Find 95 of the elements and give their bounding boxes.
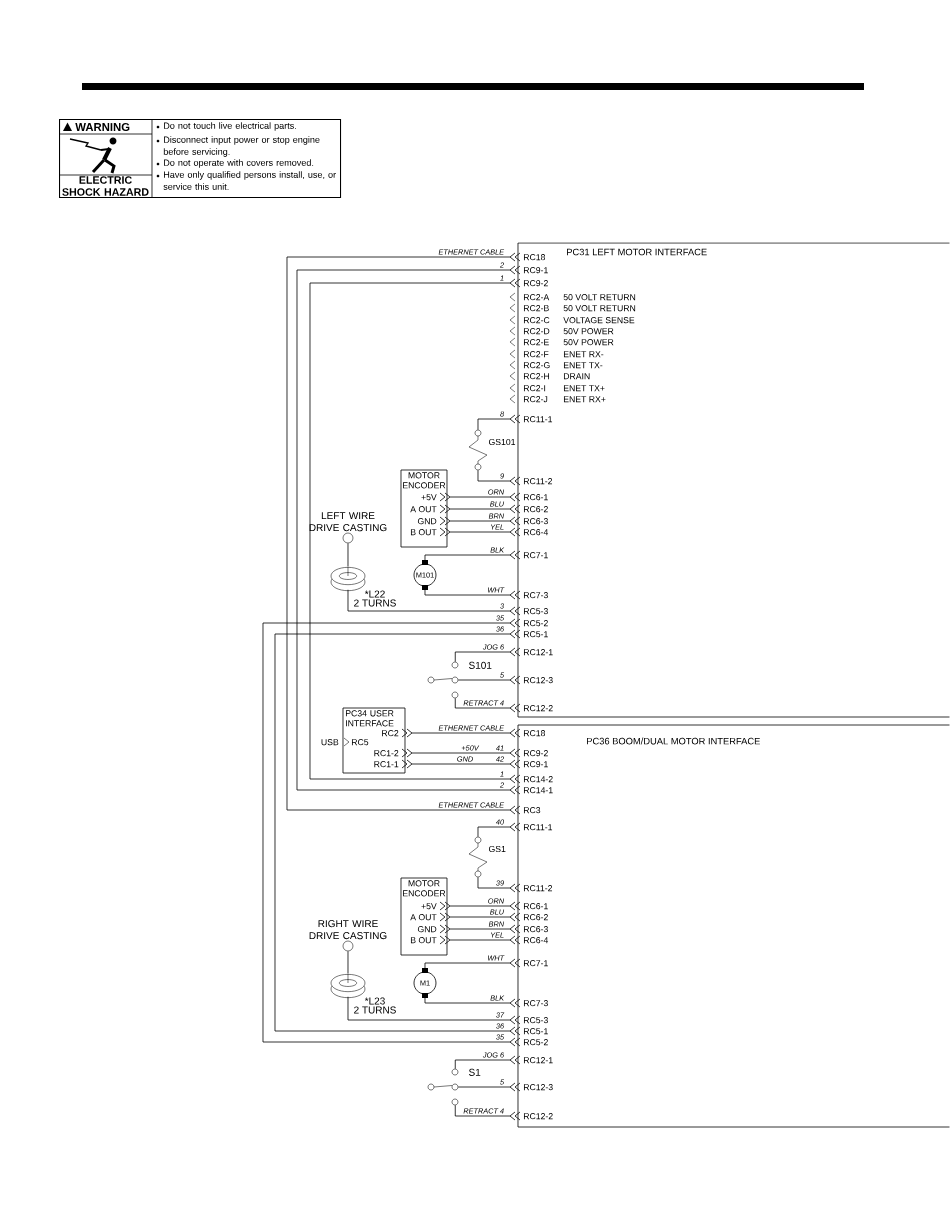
wire [439,901,521,911]
connector-pin: GND [417,926,437,933]
connector-pin: GND [417,518,437,525]
connector-pin: RC9-2 [523,280,548,287]
connector-pin: RC14-2 [523,776,553,783]
connector-pin: RC2-F ENET RX- [509,349,604,359]
connector-pin: RC2-J ENET RX+ [509,394,606,404]
node-label: 2 TURNS [354,1006,396,1014]
connector-pin: RC5-2 [523,1039,548,1046]
connector-pin: +5V [421,903,437,910]
warning-label: WARNING ELECTRIC SHOCK HAZARD Do not touch live electrical parts. Disconnect input power or stop engine before servicing. Do not operate with covers removed. Have only qualified persons install, use, or service this unit. [58,118,342,199]
node-label: RIGHT WIRE DRIVE CASTING [309,920,387,940]
connector-pin: RC11-2 [523,478,553,485]
wire [401,759,521,769]
connector-pin: RC2-E 50V POWER [509,337,614,347]
connector-pin: RC6-1 [523,494,548,501]
connector-pin: RC7-1 [523,960,548,967]
wire [454,697,521,713]
wire [457,1082,521,1092]
connector-pin: RC2-B 50 VOLT RETURN [509,303,636,313]
connector-pin: RC9-2 [523,750,548,757]
connector-pin: RC5-1 [523,1028,548,1035]
connector-pin: RC1-1 [374,761,399,768]
connector-pin: RC12-1 [523,1057,553,1064]
wire [347,589,521,616]
connector-pin: RC2-I ENET TX+ [509,383,605,393]
wire [439,924,521,934]
wire [439,492,521,502]
connector-pin: B OUT [410,937,437,944]
connector-pin: RC2-A 50 VOLT RETURN [509,292,636,302]
connector-pin: RC5 [343,737,369,747]
connector-pin: A OUT [410,914,437,921]
connector-pin: RC2-C VOLTAGE SENSE [509,315,635,325]
connector-pin: A OUT [410,506,437,513]
connector-pin: RC11-1 [523,416,553,423]
connector-pin: RC14-1 [523,787,553,794]
wire [439,912,521,922]
connector-pin: RC18 [523,254,546,261]
connector-pin: RC6-2 [523,506,548,513]
connector-pin: RC6-3 [523,926,548,933]
connector-pin: RC7-3 [523,592,548,599]
connector-pin: RC12-1 [523,649,553,656]
wire [439,504,521,514]
connector-pin: RC11-1 [523,824,553,831]
connector-pin: RC6-4 [523,937,549,944]
wire [439,516,521,526]
connector-pin: RC2-D 50V POWER [509,326,614,336]
wire [347,950,349,974]
connector-pin: RC7-1 [523,552,548,559]
wire [401,748,521,758]
connector-pin: RC6-1 [523,903,548,910]
wire [477,469,521,486]
wire [477,876,521,893]
wire [477,822,521,838]
connector-pin: RC6-3 [523,518,548,525]
wire [457,675,521,685]
connector-pin: RC11-2 [523,885,553,892]
wire [347,542,349,567]
connector-pin: RC12-3 [523,1084,553,1091]
connector-pin: RC9-1 [523,267,548,274]
connector-pin: RC2-H DRAIN [509,371,590,381]
wire [454,647,521,663]
connector-pin: RC18 [523,730,546,737]
connector-pin: RC5-3 [523,1017,548,1024]
connector-pin: RC6-2 [523,914,548,921]
connector-pin: RC1-2 [374,750,399,757]
connector-pin: RC5-1 [523,631,548,638]
wire [401,728,521,738]
connector-pin: RC6-4 [523,529,549,536]
node-label: LEFT WIRE DRIVE CASTING [309,512,387,532]
ferrite-core: *L23 2 TURNS [330,973,396,1014]
connector-pin: RC2 [382,730,399,737]
connector-pin: RC3 [523,807,541,814]
connector-pin: RC12-2 [523,1113,553,1120]
connector-pin: B OUT [410,529,437,536]
connector-pin: +5V [421,494,437,501]
node-label: *L23 [364,997,385,1005]
wire [439,527,521,537]
terminal: LEFT WIRE DRIVE CASTING [309,512,387,544]
connector-pin: RC7-3 [523,1000,548,1007]
connector-pin: RC9-1 [523,761,548,768]
wire [439,935,521,945]
ferrite-core: *L22 2 TURNS [330,566,396,607]
wire [454,1104,521,1121]
wire [454,1055,521,1070]
connector-pin: RC12-3 [523,677,553,684]
terminal: RIGHT WIRE DRIVE CASTING [309,920,387,952]
wire [477,414,521,431]
connector-pin: RC5-3 [523,608,548,615]
connector-pin: RC2-G ENET TX- [509,360,603,370]
connector-pin: RC12-2 [523,705,553,712]
node-label: 2 TURNS [354,599,396,607]
node-label: *L22 [364,590,385,598]
connector-pin: RC5-2 [523,620,548,627]
wire [347,996,521,1025]
